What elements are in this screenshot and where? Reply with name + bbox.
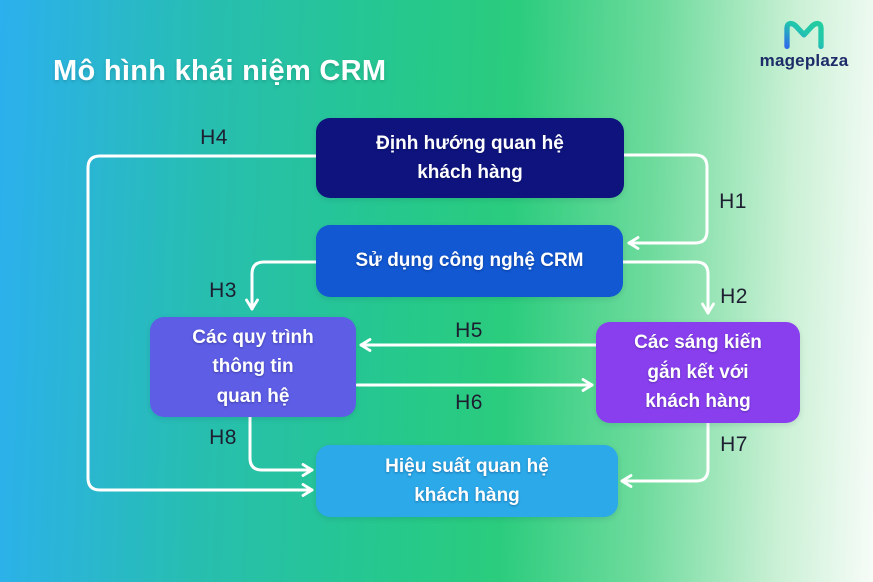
brand-logo: mageplaza <box>749 16 859 71</box>
node-text-line: khách hàng <box>645 391 751 413</box>
node-text-line: gắn kết với <box>647 361 749 383</box>
node-crm-technology-use: Sử dụng công nghệ CRM <box>316 225 623 297</box>
edge-label-h7: H7 <box>720 433 748 456</box>
edge-label-h8: H8 <box>209 426 237 449</box>
node-customer-engagement-initiatives: Các sáng kiến gắn kết với khách hàng <box>596 322 800 423</box>
node-text-line: quan hệ <box>216 385 290 407</box>
node-text-line: khách hàng <box>414 485 520 506</box>
arrow-h1 <box>622 153 709 250</box>
node-text-line: khách hàng <box>417 162 523 183</box>
edge-label-h2: H2 <box>720 285 748 308</box>
node-customer-relationship-orientation: Định hướng quan hệ khách hàng <box>316 118 624 198</box>
mageplaza-m-icon <box>784 20 824 50</box>
edge-label-h1: H1 <box>719 190 747 213</box>
node-text-line: thông tin <box>212 356 294 378</box>
node-text-line: Sử dụng công nghệ CRM <box>355 250 584 272</box>
edge-label-h3: H3 <box>209 279 237 302</box>
edge-label-h6: H6 <box>455 391 483 414</box>
edge-label-h5: H5 <box>455 319 483 342</box>
node-text-line: Các quy trình <box>192 326 314 348</box>
arrow-h7 <box>620 421 710 488</box>
arrow-h3 <box>245 260 318 311</box>
node-text-line: Hiệu suất quan hệ <box>385 455 549 477</box>
brand-name: mageplaza <box>759 51 849 70</box>
node-text-line: Các sáng kiến <box>634 332 762 354</box>
arrow-h2 <box>621 260 715 315</box>
arrow-h8 <box>248 415 314 477</box>
node-customer-relationship-performance: Hiệu suất quan hệ khách hàng <box>316 445 618 517</box>
page-title: Mô hình khái niệm CRM <box>53 55 387 87</box>
node-text-line: Định hướng quan hệ <box>376 132 564 154</box>
node-relational-information-processes: Các quy trình thông tin quan hệ <box>150 317 356 417</box>
edge-label-h4: H4 <box>200 126 228 149</box>
